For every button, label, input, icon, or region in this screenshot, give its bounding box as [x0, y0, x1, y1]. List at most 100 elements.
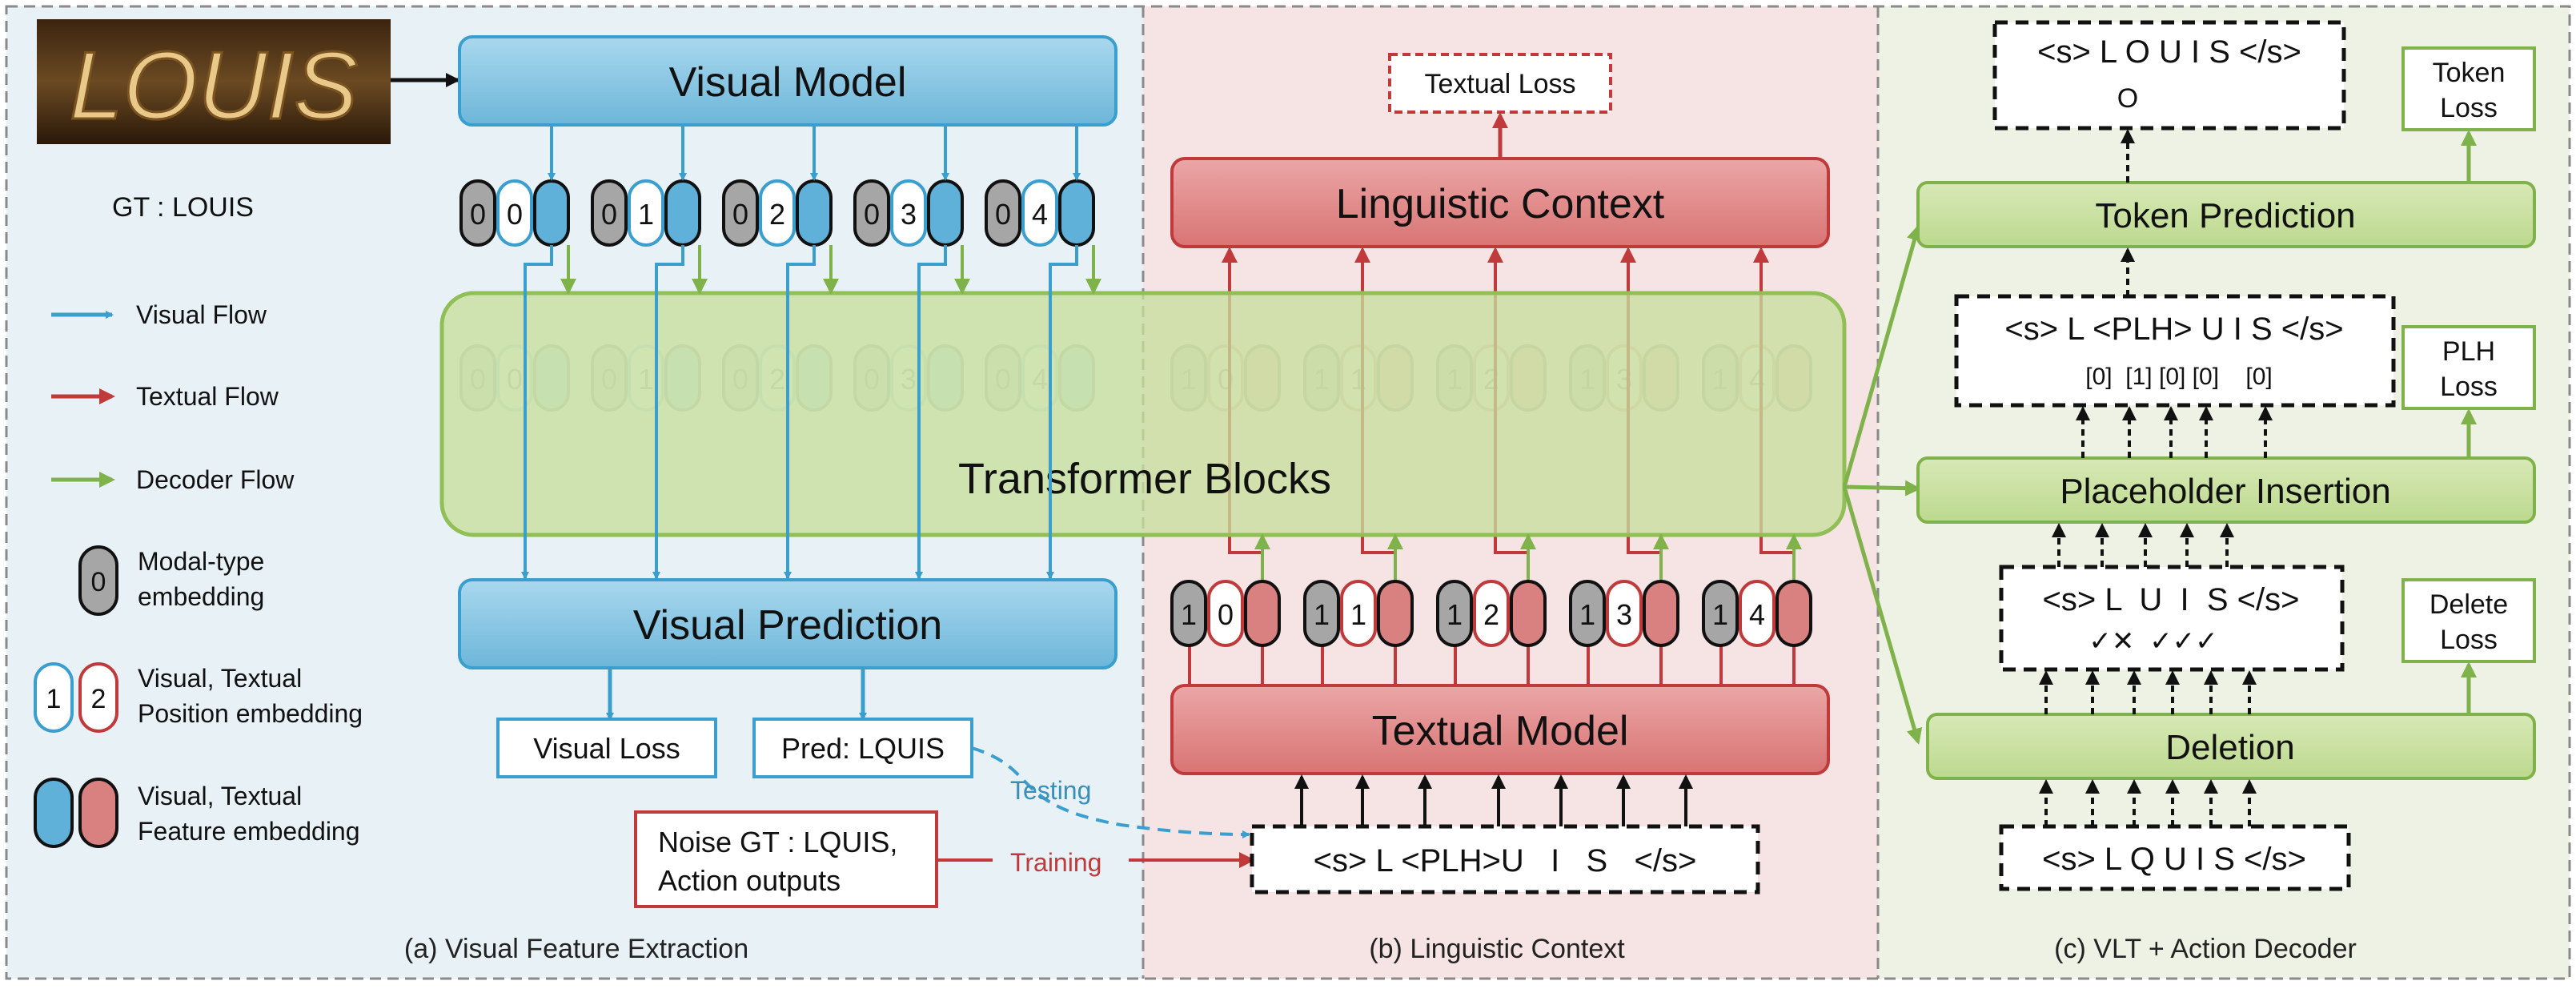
noise-gt-box	[634, 810, 938, 908]
visual-token-pos-2	[759, 179, 796, 247]
testing-label: Testing	[1010, 776, 1091, 805]
textual-token-pos-3	[1606, 580, 1643, 647]
placeholder-insertion-block	[1916, 456, 2536, 524]
svg-text:LOUIS: LOUIS	[70, 32, 358, 139]
visual-token-feature-2	[796, 179, 833, 247]
plh-counts: [0] [1] [0] [0] [0]	[2085, 364, 2272, 390]
textual-token-feature-1	[1377, 580, 1414, 647]
textual-input-box	[1250, 824, 1760, 895]
legend-decoder-flow: Decoder Flow	[136, 465, 295, 494]
deletion-block	[1926, 713, 2536, 780]
visual-loss-label: Visual Loss	[533, 732, 680, 765]
svg-text:Noise GT : LQUIS,: Noise GT : LQUIS,	[658, 826, 897, 858]
legend-textual-flow: Textual Flow	[136, 382, 279, 411]
textual-token-pos-0-text: 0	[1218, 598, 1234, 631]
svg-text:Modal-type: Modal-type	[138, 547, 264, 576]
textual-token-feature-0	[1244, 580, 1281, 647]
svg-text:2: 2	[91, 684, 106, 714]
textual-token-feature-2	[1510, 580, 1547, 647]
deletion-seq-box	[1999, 565, 2345, 672]
visual-model-label: Visual Model	[669, 59, 907, 106]
svg-text:Action outputs: Action outputs	[658, 864, 841, 897]
svg-text:Position embedding: Position embedding	[138, 699, 363, 728]
svg-text:Delete: Delete	[2430, 589, 2508, 620]
visual-prediction-label: Visual Prediction	[633, 602, 942, 649]
legend: Visual Flow Textual Flow Decoder Flow 0 …	[34, 300, 363, 848]
svg-text:Loss: Loss	[2440, 372, 2498, 402]
textual-token-pos-1-text: 1	[1350, 598, 1366, 631]
visual-token-modal-3	[853, 179, 890, 247]
visual-token-pos-1-text: 1	[638, 198, 654, 231]
placeholder-insertion-label: Placeholder Insertion	[2060, 472, 2390, 511]
token-loss-box	[2401, 46, 2536, 131]
svg-text:Loss: Loss	[2440, 93, 2498, 123]
svg-text:1: 1	[46, 684, 62, 714]
pred-label: Pred: LQUIS	[781, 732, 945, 765]
textual-token-pos-2	[1473, 580, 1510, 647]
visual-token-pos-2-text: 2	[769, 198, 785, 231]
visual-loss-box	[496, 718, 717, 778]
textual-token-pos-4	[1739, 580, 1776, 647]
section-label-decoder: (c) VLT + Action Decoder	[2054, 934, 2357, 964]
deletion-seq: <s> L U I S </s>	[2043, 582, 2300, 617]
textual-loss-label: Textual Loss	[1425, 69, 1576, 99]
textual-token-modal-0-text: 1	[1181, 598, 1197, 631]
token-prediction-block	[1916, 181, 2536, 248]
legend-textual-feature-token	[78, 778, 118, 848]
output-seq: <s> L O U I S </s>	[2037, 34, 2301, 70]
textual-token-modal-1-text: 1	[1314, 598, 1330, 631]
textual-input-seq: <s> L <PLH>U I S </s>	[1314, 843, 1697, 878]
textual-token-modal-0	[1170, 580, 1207, 647]
section-label-visual: (a) Visual Feature Extraction	[404, 934, 748, 964]
visual-token-modal-1-text: 0	[601, 198, 617, 231]
textual-token-pos-4-text: 4	[1749, 598, 1765, 631]
gt-label: GT : LOUIS	[112, 192, 254, 223]
textual-token-modal-4	[1702, 580, 1739, 647]
svg-text:embedding: embedding	[138, 582, 264, 611]
svg-text:Visual, Textual: Visual, Textual	[138, 664, 302, 693]
textual-model-label: Textual Model	[1372, 708, 1629, 754]
visual-token-feature-0	[533, 179, 570, 247]
textual-token-modal-3	[1569, 580, 1606, 647]
visual-token-modal-0-text: 0	[470, 198, 486, 231]
visual-token-pos-4	[1021, 179, 1058, 247]
svg-text:Token: Token	[2433, 58, 2506, 88]
textual-token-modal-1	[1303, 580, 1340, 647]
textual-model-block	[1170, 684, 1830, 775]
textual-token-pos-1	[1340, 580, 1377, 647]
svg-text:0: 0	[91, 567, 106, 597]
transformer-blocks-label: Transformer Blocks	[958, 455, 1331, 503]
visual-token-modal-2	[722, 179, 759, 247]
visual-token-pos-3	[890, 179, 927, 247]
visual-token-modal-4-text: 0	[995, 198, 1011, 231]
visual-token-modal-2-text: 0	[732, 198, 748, 231]
legend-visual-feature-token	[34, 778, 74, 848]
textual-token-modal-2-text: 1	[1446, 598, 1463, 631]
svg-text:Loss: Loss	[2440, 625, 2498, 655]
textual-token-modal-2	[1436, 580, 1473, 647]
textual-token-pos-2-text: 2	[1483, 598, 1499, 631]
visual-token-modal-3-text: 0	[864, 198, 880, 231]
visual-token-pos-1	[628, 179, 664, 247]
decoder-input-seq: <s> L Q U I S </s>	[2042, 842, 2306, 877]
training-label: Training	[1010, 848, 1101, 877]
visual-token-pos-4-text: 4	[1032, 198, 1048, 231]
input-word-image: LOUIS	[37, 19, 391, 144]
output-seq-box	[1992, 20, 2346, 131]
legend-visual-flow: Visual Flow	[136, 300, 267, 329]
visual-token-feature-1	[664, 179, 701, 247]
visual-prediction-block	[458, 578, 1117, 669]
visual-model-block	[458, 35, 1117, 127]
visual-token-pos-0	[496, 179, 533, 247]
visual-token-modal-0	[459, 179, 496, 247]
legend-textual-pos-token	[78, 662, 118, 733]
deletion-marks: ✓✕ ✓✓✓	[2088, 626, 2217, 657]
visual-token-pos-3-text: 3	[901, 198, 917, 231]
textual-token-feature-4	[1776, 580, 1812, 647]
pred-box	[752, 718, 973, 778]
textual-token-modal-3-text: 1	[1579, 598, 1595, 631]
